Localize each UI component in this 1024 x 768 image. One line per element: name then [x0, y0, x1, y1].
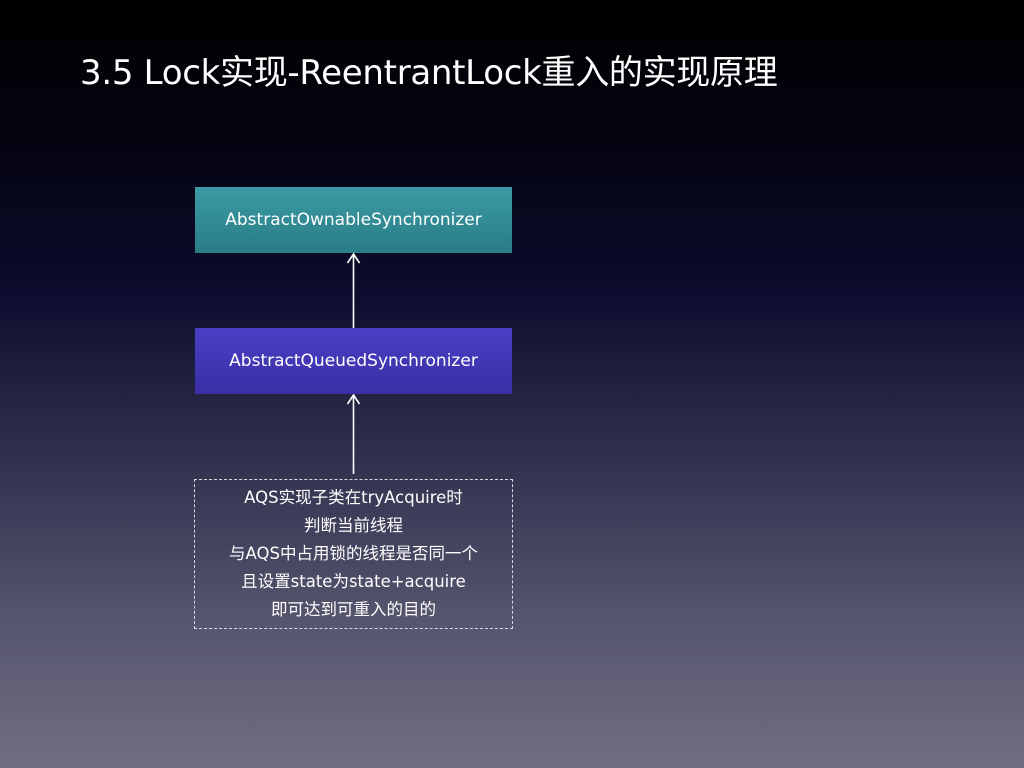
note-line: 与AQS中占用锁的线程是否同一个 [229, 544, 478, 563]
inherits-arrow-lower [346, 393, 361, 474]
slide-title: 3.5 Lock实现-ReentrantLock重入的实现原理 [80, 53, 778, 93]
reentrant-note-box: AQS实现子类在tryAcquire时 判断当前线程 与AQS中占用锁的线程是否… [194, 479, 513, 629]
note-line: 且设置state为state+acquire [241, 572, 466, 591]
abstract-queued-synchronizer-label: AbstractQueuedSynchronizer [229, 351, 478, 371]
note-line: 即可达到可重入的目的 [271, 600, 436, 619]
note-line: 判断当前线程 [304, 516, 403, 535]
abstract-ownable-synchronizer-label: AbstractOwnableSynchronizer [225, 210, 482, 230]
inherits-arrow-upper [346, 252, 361, 328]
abstract-ownable-synchronizer-box: AbstractOwnableSynchronizer [195, 187, 512, 253]
abstract-queued-synchronizer-box: AbstractQueuedSynchronizer [195, 328, 512, 394]
note-line: AQS实现子类在tryAcquire时 [244, 488, 463, 507]
